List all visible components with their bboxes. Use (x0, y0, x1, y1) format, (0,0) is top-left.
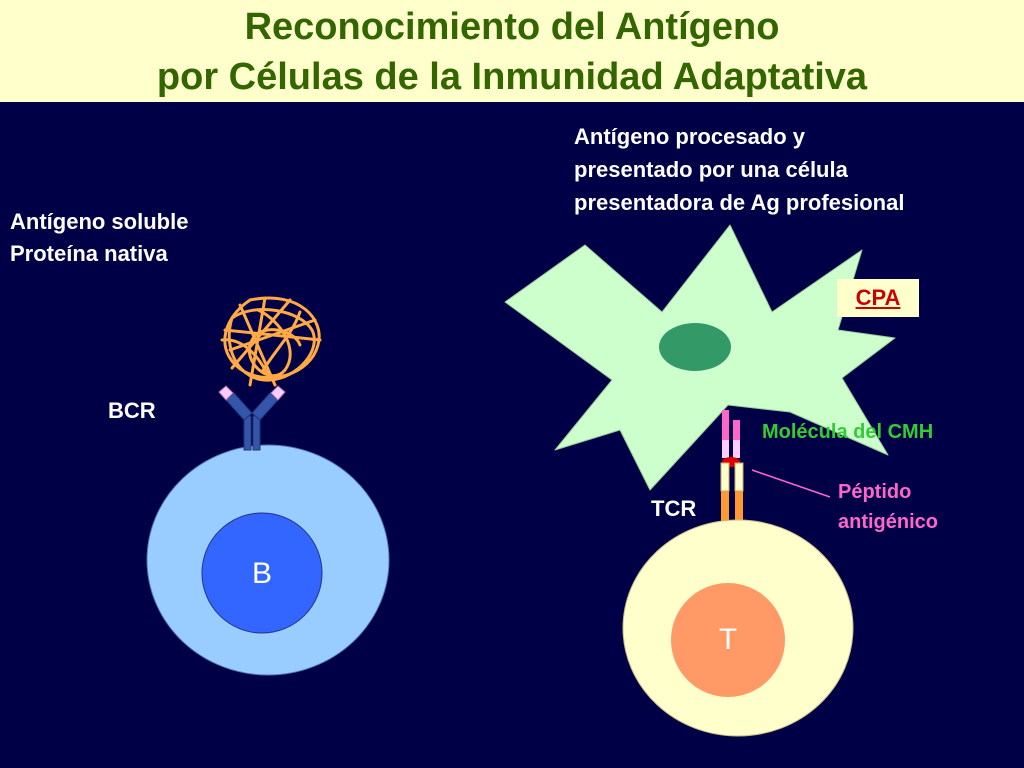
peptide-pointer-line (751, 469, 831, 498)
soluble-antigen-label: Antígeno soluble (10, 209, 189, 234)
title-banner (0, 0, 1024, 102)
title-line-2: por Células de la Inmunidad Adaptativa (156, 56, 868, 98)
b-cell-label: B (251, 557, 272, 590)
processed-antigen-label-3: presentadora de Ag profesional (574, 190, 905, 215)
tcr-label: TCR (651, 496, 697, 521)
native-protein-antigen (220, 296, 322, 387)
bcr-label: BCR (108, 398, 156, 423)
mhc-label: Molécula del CMH (762, 421, 934, 443)
t-cell-label: T (718, 623, 738, 656)
cpa-label: CPA (837, 279, 919, 317)
mhc-molecule (722, 410, 740, 458)
peptide-label-2: antigénico (838, 511, 939, 533)
bcr-receptor (218, 385, 286, 451)
processed-antigen-label-1: Antígeno procesado y (574, 124, 806, 149)
t-cell-nucleus (671, 583, 785, 697)
native-protein-label: Proteína nativa (10, 241, 168, 266)
processed-antigen-label-2: presentado por una célula (574, 157, 848, 182)
tcr-receptor (720, 462, 744, 521)
peptide-label-1: Péptido (838, 481, 912, 503)
b-cell-nucleus (201, 512, 323, 634)
title-line-1: Reconocimiento del Antígeno (244, 6, 780, 48)
apc-nucleus (659, 323, 731, 371)
